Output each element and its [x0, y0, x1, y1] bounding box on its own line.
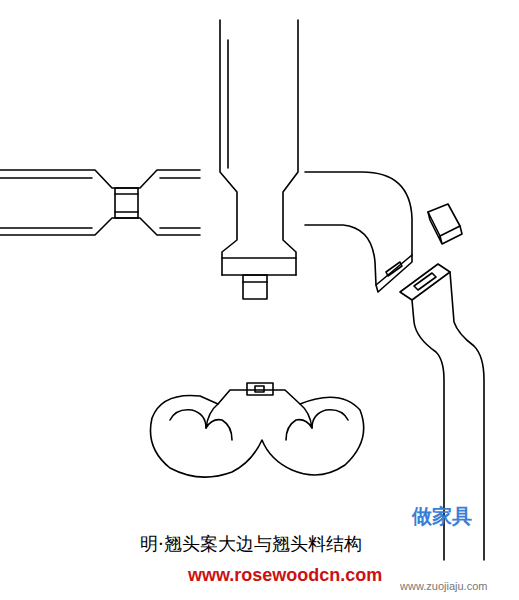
figure-caption: 明·翘头案大边与翘头料结构: [140, 532, 362, 556]
board-end: [0, 170, 200, 235]
url-watermark: www.zuojiaju.com: [400, 580, 487, 592]
everted-end-upper: [305, 172, 412, 292]
vertical-rail: [220, 20, 298, 299]
url-watermark: www.rosewoodcn.com: [188, 565, 382, 586]
loose-tenon: [428, 204, 462, 244]
everted-end-lower: [400, 264, 484, 560]
cloud-scroll-piece: [150, 383, 363, 477]
logo-watermark: 做家具: [412, 503, 472, 530]
